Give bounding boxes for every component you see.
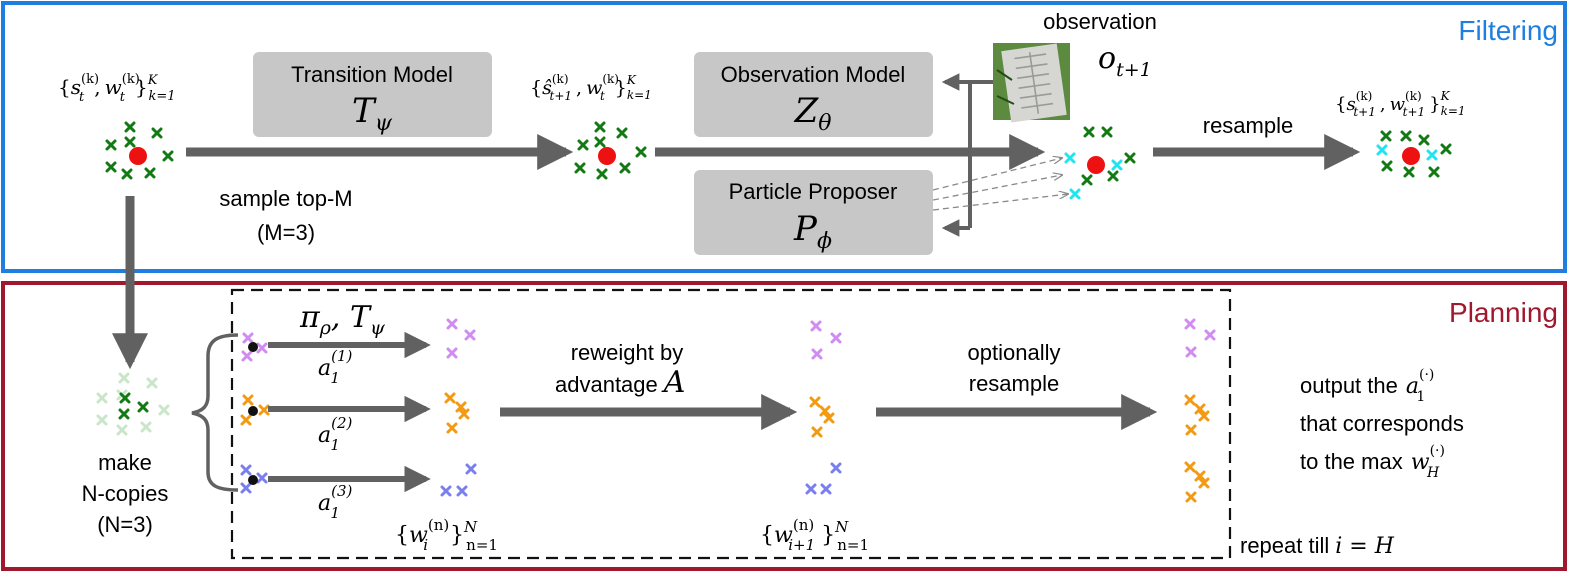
particle-cluster-update <box>1064 126 1136 200</box>
resampled-particle-column <box>1184 318 1216 503</box>
branch-1 <box>241 318 476 362</box>
policy-transition-label: πρ, Tψ <box>299 300 386 339</box>
observation-model-symbol: Zθ <box>794 91 832 136</box>
transition-model-symbol: Tψ <box>352 91 393 136</box>
planning-loop-box <box>230 288 1232 560</box>
make-copies-n: (N=3) <box>97 512 153 537</box>
observation-symbol: ot+1 <box>1098 41 1152 81</box>
branch-2 <box>240 392 470 434</box>
sample-top-m-label: sample top-M <box>219 186 352 211</box>
sample-top-m-count: (M=3) <box>257 220 315 245</box>
observation-model-box: Observation Model Zθ <box>694 52 933 137</box>
particle-cluster-hat <box>574 121 647 180</box>
action-3-label: a(3)1 <box>318 482 353 522</box>
copies-brace <box>191 333 239 492</box>
action-2-label: a(2)1 <box>318 414 353 454</box>
branch-3 <box>240 463 477 497</box>
transition-model-label: Transition Model <box>291 62 453 87</box>
make-copies-count-label: N-copies <box>82 481 169 506</box>
proposer-dashed-arrows <box>932 158 1068 211</box>
particle-proposer-label: Particle Proposer <box>729 179 898 204</box>
action-1-label: a(1)1 <box>318 347 353 387</box>
optional-resample-label: resample <box>969 371 1059 396</box>
middle-particle-column <box>805 320 842 495</box>
observation-label: observation <box>1043 9 1157 34</box>
particle-proposer-symbol: Pϕ <box>793 209 832 254</box>
observation-model-label: Observation Model <box>721 62 906 87</box>
optionally-label: optionally <box>968 340 1061 365</box>
particle-proposer-box: Particle Proposer Pϕ <box>694 170 933 255</box>
particle-cluster-next <box>1376 130 1452 178</box>
observation-thumbnail <box>993 43 1070 123</box>
observation-feed-arrows <box>941 73 993 237</box>
planning-title: Planning <box>1449 297 1558 328</box>
output-line-2: that corresponds <box>1300 411 1464 436</box>
transition-model-box: Transition Model Tψ <box>253 52 492 137</box>
reweight-label: reweight by <box>571 340 684 365</box>
filtering-title: Filtering <box>1458 15 1558 46</box>
make-copies-label: make <box>98 450 152 475</box>
particle-cluster-t <box>105 121 174 180</box>
copied-particle-cluster <box>96 372 170 436</box>
filtering-frame <box>1 1 1567 273</box>
planning-frame <box>1 281 1567 571</box>
resample-label: resample <box>1203 113 1293 138</box>
